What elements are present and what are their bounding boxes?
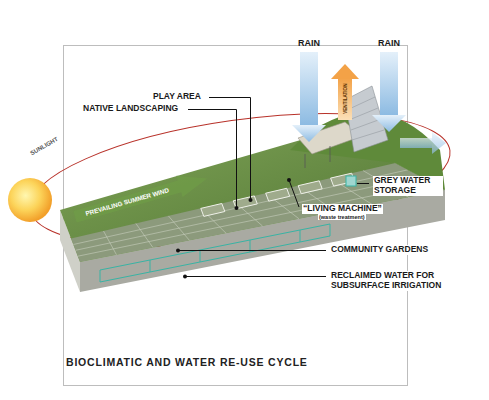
ventilation-label: VENTILATION [342,84,347,114]
part-label: COMMUNITY GARDENS [330,245,429,255]
part-label: “LIVING MACHINE” [302,204,383,214]
diagram-title: BIOCLIMATIC AND WATER RE-USE CYCLE [66,356,308,368]
grey-water-tank [346,176,356,186]
ventilation-arrow [338,78,352,120]
part-label: RECLAIMED WATER FOR SUBSURFACE IRRIGATIO… [330,271,464,291]
rain-label: RAIN [298,38,320,48]
leader-dots [176,178,291,279]
garden-strip [71,163,445,262]
rain-label: RAIN [378,38,400,48]
reclaimed-water-pipes [100,224,330,282]
part-label: GREY WATER STORAGE [373,176,443,196]
part-note: (waste treatment) [318,214,366,220]
wind-arrow [73,176,207,223]
part-label: NATIVE LANDSCAPING [82,104,179,114]
sun [8,178,52,222]
sunlight-label: SUNLIGHT [28,135,60,157]
ventilation-arrow-head [331,64,359,79]
rain-arrows [292,52,446,154]
part-label: PLAY AREA [152,92,202,102]
